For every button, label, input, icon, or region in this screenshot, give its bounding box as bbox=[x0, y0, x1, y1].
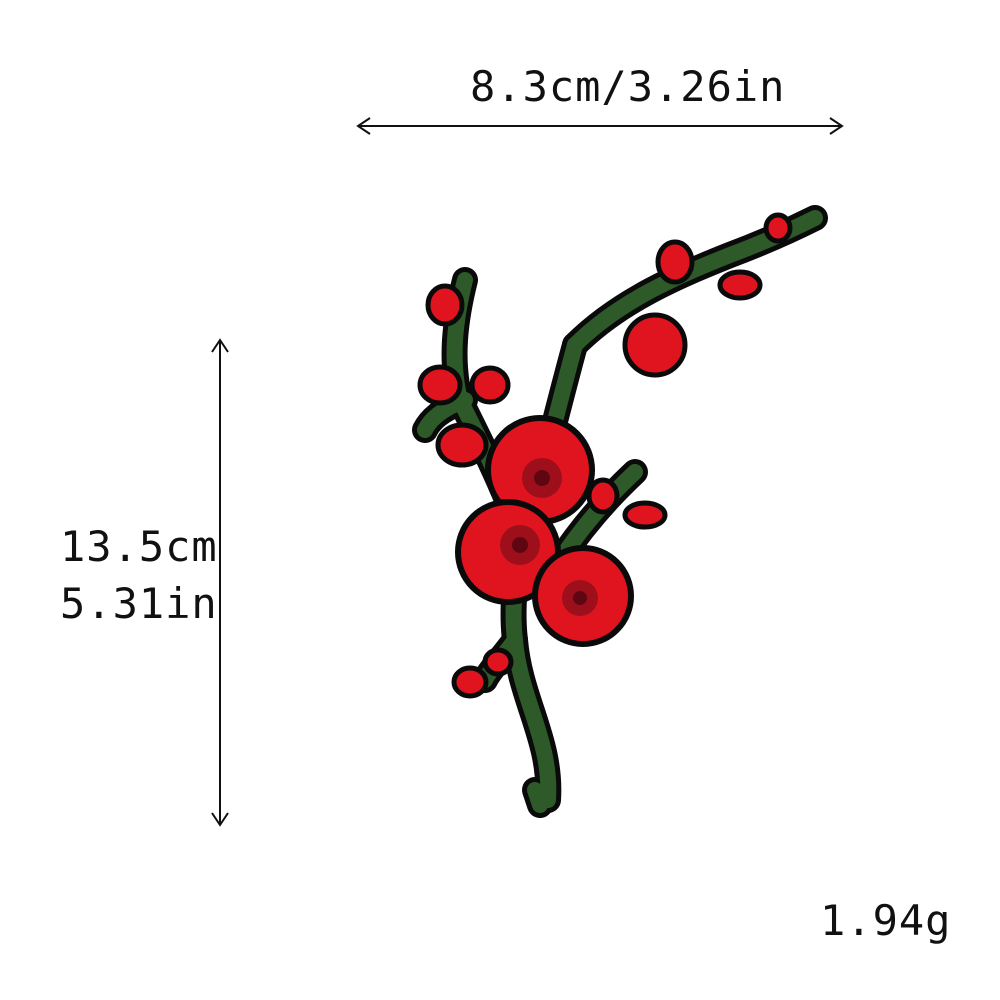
blossom-center-dots bbox=[512, 470, 587, 605]
weight-label: 1.94g bbox=[820, 896, 952, 945]
height-cm-label: 13.5cm bbox=[60, 522, 218, 571]
width-arrow bbox=[356, 117, 844, 135]
flower-buds bbox=[417, 212, 793, 699]
height-in-label: 5.31in bbox=[60, 579, 218, 628]
embroidered-flower-patch bbox=[412, 205, 828, 818]
height-arrow bbox=[211, 338, 229, 827]
width-dimension-label: 8.3cm/3.26in bbox=[470, 62, 786, 111]
